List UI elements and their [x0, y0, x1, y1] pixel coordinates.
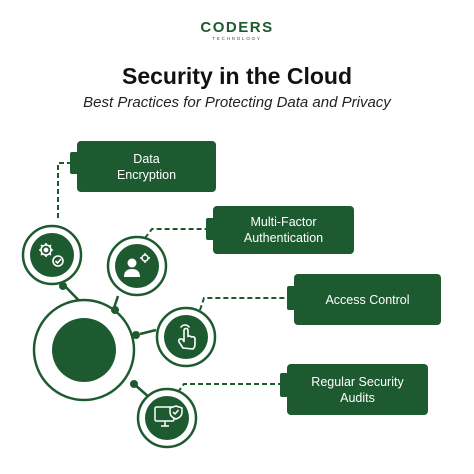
brand-tagline: TECHNOLOGY	[212, 36, 262, 41]
central-hub	[32, 298, 136, 402]
arc-segment-2	[112, 295, 120, 309]
node-mfa	[106, 235, 168, 297]
box-security-audits: Regular Security Audits	[287, 364, 428, 415]
connector-mfa	[144, 228, 215, 239]
gears-check-icon	[39, 243, 64, 267]
dot	[130, 380, 138, 388]
label-security-audits: Regular Security Audits	[311, 374, 404, 405]
arc-segment-3	[139, 328, 157, 336]
label-access-control: Access Control	[325, 292, 410, 307]
hand-touch-icon	[177, 324, 196, 350]
connector-access-control	[199, 297, 292, 311]
brand-logo: CODERS TECHNOLOGY	[0, 20, 474, 42]
label-mfa: Multi-Factor Authentication	[243, 215, 324, 245]
dot	[59, 282, 67, 290]
dot	[111, 306, 119, 314]
node-security-audits	[136, 387, 198, 449]
connector-security-audits	[177, 383, 285, 393]
connector-dots	[59, 282, 140, 388]
box-data-encryption: Data Encryption	[77, 141, 216, 192]
brand-name: CODERS	[200, 19, 274, 36]
node-access-control	[155, 306, 217, 368]
user-gear-icon	[124, 253, 150, 277]
box-access-control: Access Control	[294, 274, 441, 325]
dot	[132, 331, 140, 339]
monitor-shield-icon	[154, 405, 183, 427]
page-subtitle: Best Practices for Protecting Data and P…	[83, 94, 391, 111]
label-data-encryption: Data Encryption	[116, 151, 177, 182]
node-data-encryption	[21, 224, 83, 286]
page-title: Security in the Cloud	[121, 63, 353, 89]
box-mfa: Multi-Factor Authentication	[213, 206, 354, 254]
